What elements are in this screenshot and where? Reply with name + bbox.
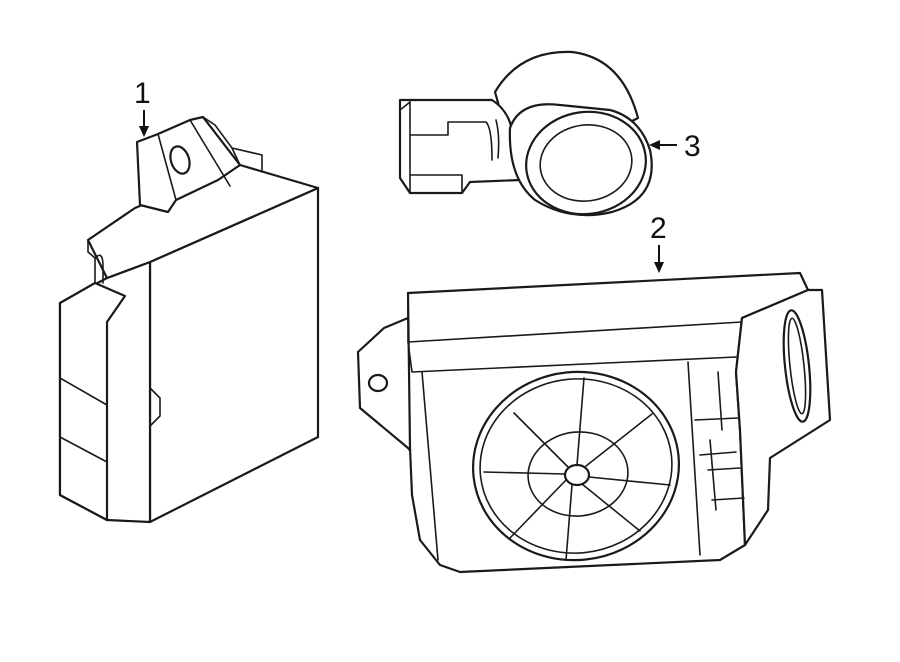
part-1-control-module[interactable] [58, 115, 320, 524]
callout-1-arrowhead [139, 126, 149, 137]
part-3-sensor[interactable] [398, 50, 653, 222]
callout-1-label: 1 [134, 77, 151, 110]
part-2-speaker-assembly[interactable] [356, 271, 832, 574]
callout-2: 2 [650, 212, 667, 273]
callout-3: 3 [649, 130, 701, 163]
callout-3-label: 3 [684, 130, 701, 163]
callout-3-arrowhead [649, 140, 660, 150]
callout-1: 1 [134, 77, 151, 137]
callout-2-label: 2 [650, 212, 667, 245]
callout-2-arrowhead [654, 262, 664, 273]
